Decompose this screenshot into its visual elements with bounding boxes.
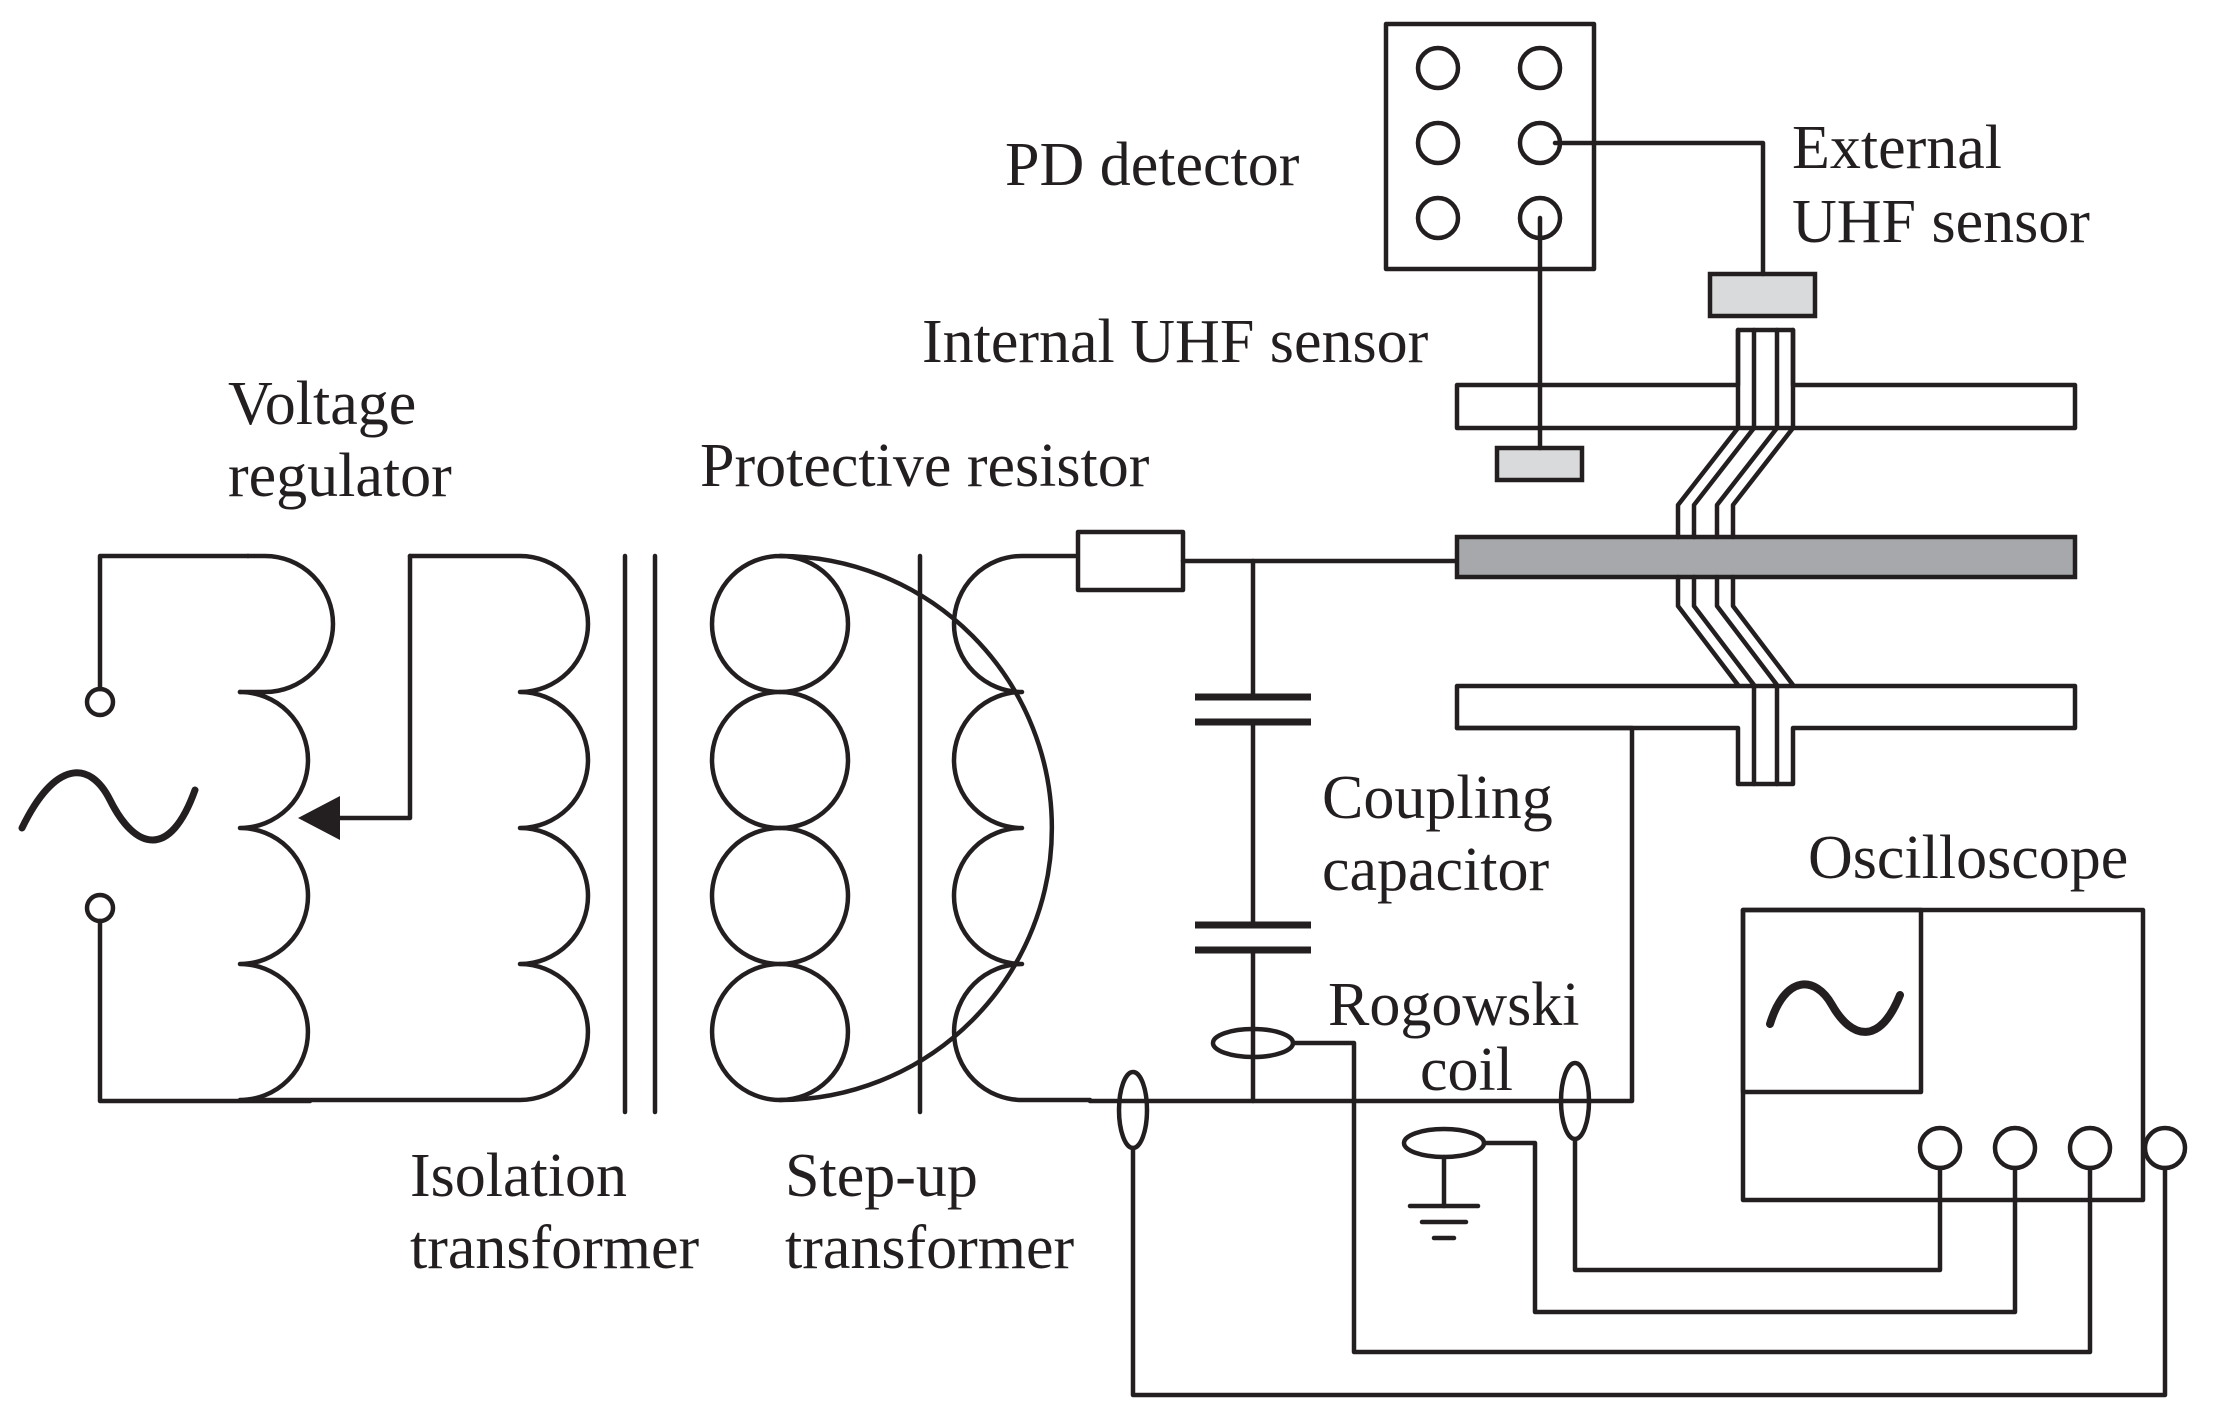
label-protective-resistor: Protective resistor xyxy=(700,432,1150,500)
sine-wave-icon xyxy=(1766,980,1904,1036)
gis-enclosure-top xyxy=(1454,327,2078,431)
label-isolation-transformer-line2: transformer xyxy=(410,1214,700,1282)
label-voltage-regulator-line2: regulator xyxy=(228,442,452,510)
label-coupling-capacitor-line1: Coupling xyxy=(1322,764,1553,832)
label-coupling-capacitor-line2: capacitor xyxy=(1322,836,1550,904)
label-rogowski-coil-line1: Rogowski xyxy=(1328,971,1579,1039)
voltage-regulator-winding xyxy=(237,553,413,1103)
ground-icon xyxy=(1407,1154,1481,1241)
step-up-transformer xyxy=(777,553,1093,1115)
oscilloscope xyxy=(1740,907,2188,1203)
label-external-uhf-sensor-line2: UHF sensor xyxy=(1792,188,2090,256)
label-pd-detector: PD detector xyxy=(1005,131,1300,199)
coupling-capacitor xyxy=(1195,558,1311,1104)
regulator-slider-arrow xyxy=(298,796,340,840)
isolation-transformer xyxy=(247,553,1055,1115)
label-oscilloscope: Oscilloscope xyxy=(1808,824,2128,892)
label-step-up-transformer-line2: transformer xyxy=(785,1214,1075,1282)
label-isolation-transformer-line1: Isolation xyxy=(410,1142,627,1210)
sine-wave-icon xyxy=(18,769,199,844)
external-uhf-sensor xyxy=(1552,140,1818,319)
internal-uhf-sensor xyxy=(1494,215,1585,483)
ac-source xyxy=(18,553,313,1104)
label-external-uhf-sensor-line1: External xyxy=(1792,114,2002,182)
gis-enclosure-bottom xyxy=(1454,683,2078,787)
protective-resistor xyxy=(1075,529,1186,593)
label-step-up-transformer-line1: Step-up xyxy=(785,1142,978,1210)
label-rogowski-coil-line2: coil xyxy=(1420,1036,1513,1104)
label-internal-uhf-sensor: Internal UHF sensor xyxy=(922,308,1429,376)
signal-wires xyxy=(1130,1040,2168,1398)
gis-conductor xyxy=(1454,534,2078,580)
spacer-channel xyxy=(1675,327,1796,787)
label-voltage-regulator-line1: Voltage xyxy=(228,370,416,438)
pd-detector xyxy=(1383,21,1597,272)
